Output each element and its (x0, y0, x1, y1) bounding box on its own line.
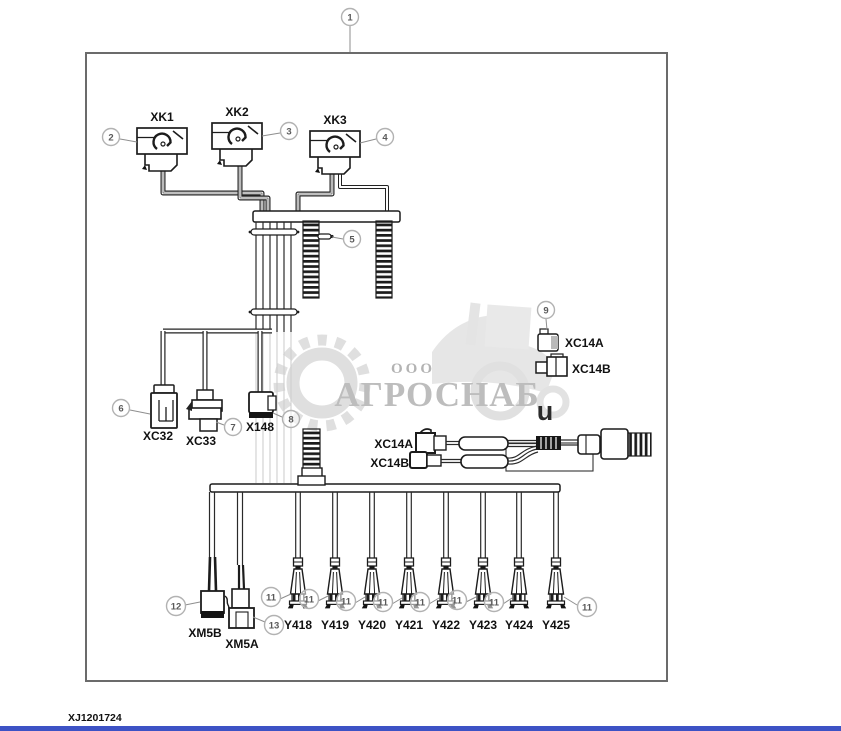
svg-text:11: 11 (304, 595, 315, 606)
legend-xc14b-label: XC14B (572, 362, 611, 376)
legend-xc14a-icon (537, 328, 559, 352)
callout-8: 8 (281, 409, 301, 429)
relay-xk1-label: XK1 (150, 110, 174, 124)
svg-text:11: 11 (341, 597, 352, 608)
relay-xk2 (210, 121, 264, 168)
svg-text:8: 8 (288, 415, 293, 426)
callout-11: 11 (298, 588, 320, 610)
connector-xc33-label: XC33 (186, 434, 216, 448)
watermark-company: АГРОСНАБ (334, 375, 539, 414)
xc14-harness (409, 428, 652, 472)
callout-11: 11 (372, 591, 394, 613)
svg-text:11: 11 (378, 598, 389, 609)
callout-11: 11 (409, 591, 431, 613)
legend-xc14a-label: XC14A (565, 336, 604, 350)
svg-text:11: 11 (582, 603, 593, 614)
svg-text:2: 2 (108, 133, 113, 144)
svg-text:4: 4 (382, 133, 388, 144)
junction-bar (252, 210, 401, 223)
harness-xc14a-label: XC14A (374, 437, 413, 451)
tube-collar (297, 467, 326, 486)
callout-13: 13 (263, 614, 285, 636)
relay-xk1 (135, 126, 189, 173)
connector-xm5b-label: XM5B (188, 626, 222, 640)
svg-text:9: 9 (543, 306, 548, 317)
connector-x148 (248, 391, 277, 418)
callout-12: 12 (165, 595, 187, 617)
callout-11: 11 (483, 591, 505, 613)
callout-3: 3 (279, 121, 299, 141)
corrugated-tube (302, 428, 321, 470)
watermark-group: ООО АГРОСНАБ u (273, 302, 570, 432)
corrugated-tube (302, 220, 320, 299)
valve-label-y421: Y421 (395, 618, 423, 632)
valve-label-y425: Y425 (542, 618, 570, 632)
connector-xc32 (150, 384, 178, 429)
connector-xm5a (228, 492, 255, 629)
svg-text:11: 11 (266, 593, 277, 604)
legend-xc14b-icon (535, 353, 568, 377)
valve-connectors (287, 491, 567, 610)
connector-xc32-label: XC32 (143, 429, 173, 443)
valve-label-y418: Y418 (284, 618, 312, 632)
gear-icon (273, 334, 371, 432)
svg-text:7: 7 (230, 423, 235, 434)
cable-tie (317, 233, 334, 240)
callout-leaders (119, 26, 578, 623)
svg-text:11: 11 (452, 596, 463, 607)
callout-2: 2 (101, 127, 121, 147)
valve-label-y419: Y419 (321, 618, 349, 632)
footer-accent-bar (0, 726, 841, 731)
svg-text:11: 11 (415, 598, 426, 609)
cable-clamp (248, 308, 300, 316)
callout-1: 1 (340, 7, 360, 27)
connector-xm5b (200, 492, 231, 618)
callout-11: 11 (260, 586, 282, 608)
watermark-mark: u (537, 396, 554, 426)
svg-text:6: 6 (118, 404, 123, 415)
svg-text:1: 1 (347, 13, 353, 24)
harness-xc14b-label: XC14B (370, 456, 409, 470)
corrugated-tube (375, 220, 393, 299)
valve-label-y424: Y424 (505, 618, 533, 632)
valve-label-y422: Y422 (432, 618, 460, 632)
relay-xk2-label: XK2 (225, 105, 249, 119)
bus-bar (209, 483, 561, 493)
svg-text:3: 3 (286, 127, 291, 138)
diagram-border (85, 52, 668, 682)
cable-clamp (248, 228, 300, 236)
callout-4: 4 (375, 127, 395, 147)
connector-xm5a-label: XM5A (225, 637, 259, 651)
callout-6: 6 (111, 398, 131, 418)
callout-11: 11 (446, 589, 468, 611)
callout-7: 7 (223, 417, 243, 437)
ribbed-boot (627, 432, 652, 457)
relay-wire-runs (160, 166, 389, 212)
callout-11: 11 (335, 590, 357, 612)
callout-11: 11 (576, 596, 598, 618)
figure-code: XJ1201724 (68, 712, 122, 724)
relay-xk3-label: XK3 (323, 113, 347, 127)
svg-text:5: 5 (349, 235, 355, 246)
watermark-ooo: ООО (391, 361, 435, 377)
svg-text:12: 12 (171, 602, 182, 613)
valve-label-y423: Y423 (469, 618, 497, 632)
svg-text:13: 13 (269, 621, 280, 632)
relay-xk3 (308, 129, 362, 176)
connector-x148-label: X148 (246, 420, 274, 434)
connector-xc33 (186, 389, 223, 432)
svg-text:11: 11 (489, 598, 500, 609)
tractor-silhouette (432, 302, 570, 421)
feeder-wires (160, 328, 272, 392)
callout-5: 5 (342, 229, 362, 249)
callout-9: 9 (536, 300, 556, 320)
valve-label-y420: Y420 (358, 618, 386, 632)
